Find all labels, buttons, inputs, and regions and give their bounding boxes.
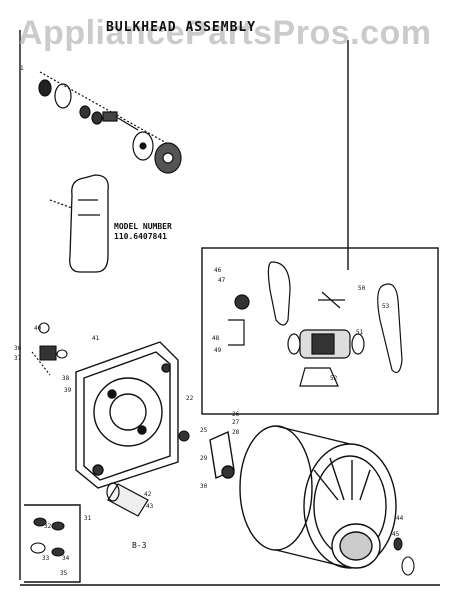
callout-number: 45 xyxy=(392,531,400,538)
drum-seal-parts xyxy=(393,537,415,576)
callout-number: 37 xyxy=(14,355,22,362)
callout-number: 35 xyxy=(60,570,68,577)
switch-parts xyxy=(31,322,190,442)
callout-number: 41 xyxy=(92,335,100,342)
callout-number: 43 xyxy=(146,503,154,510)
dryer-drum xyxy=(209,425,397,569)
callout-number: 29 xyxy=(200,455,208,462)
model-number-heading: MODEL NUMBER xyxy=(114,222,172,231)
callout-number: 27 xyxy=(232,419,240,426)
callout-number: 30 xyxy=(200,483,208,490)
idler-group xyxy=(38,71,182,174)
callout-number: 42 xyxy=(144,491,152,498)
callout-number: 51 xyxy=(356,329,364,336)
callout-number: 50 xyxy=(358,285,366,292)
inset-small-parts xyxy=(30,517,65,557)
callout-number: 32 xyxy=(44,523,52,530)
callout-number: 47 xyxy=(218,277,226,284)
motor-inset-box xyxy=(201,247,439,415)
motor-assembly xyxy=(228,261,403,387)
callout-number: 44 xyxy=(396,515,404,522)
callout-number: 22 xyxy=(186,395,194,402)
callout-number: 38 xyxy=(62,375,70,382)
callout-number: 53 xyxy=(382,303,390,310)
callout-number: 39 xyxy=(64,387,72,394)
callout-number: 34 xyxy=(62,555,70,562)
callout-number: 46 xyxy=(214,267,222,274)
model-number-value: 110.6407841 xyxy=(114,232,167,241)
callout-number: 52 xyxy=(330,375,338,382)
small-parts-inset xyxy=(24,504,81,583)
page-number: B-3 xyxy=(132,541,147,550)
blower-housing xyxy=(49,174,109,273)
idler-roller xyxy=(106,482,149,517)
callout-number: 1 xyxy=(20,65,24,72)
callout-number: 26 xyxy=(232,411,240,418)
callout-number: 48 xyxy=(212,335,220,342)
callout-number: 33 xyxy=(42,555,50,562)
bulkhead-panel xyxy=(75,341,179,489)
model-number-label: MODEL NUMBER 110.6407841 xyxy=(114,222,172,242)
callout-number: 31 xyxy=(84,515,92,522)
callout-number: 49 xyxy=(214,347,222,354)
callout-number: 40 xyxy=(34,325,42,332)
callout-number: 28 xyxy=(232,429,240,436)
diagram-title: BULKHEAD ASSEMBLY xyxy=(106,20,257,35)
callout-number: 25 xyxy=(200,427,208,434)
callout-number: 36 xyxy=(14,345,22,352)
